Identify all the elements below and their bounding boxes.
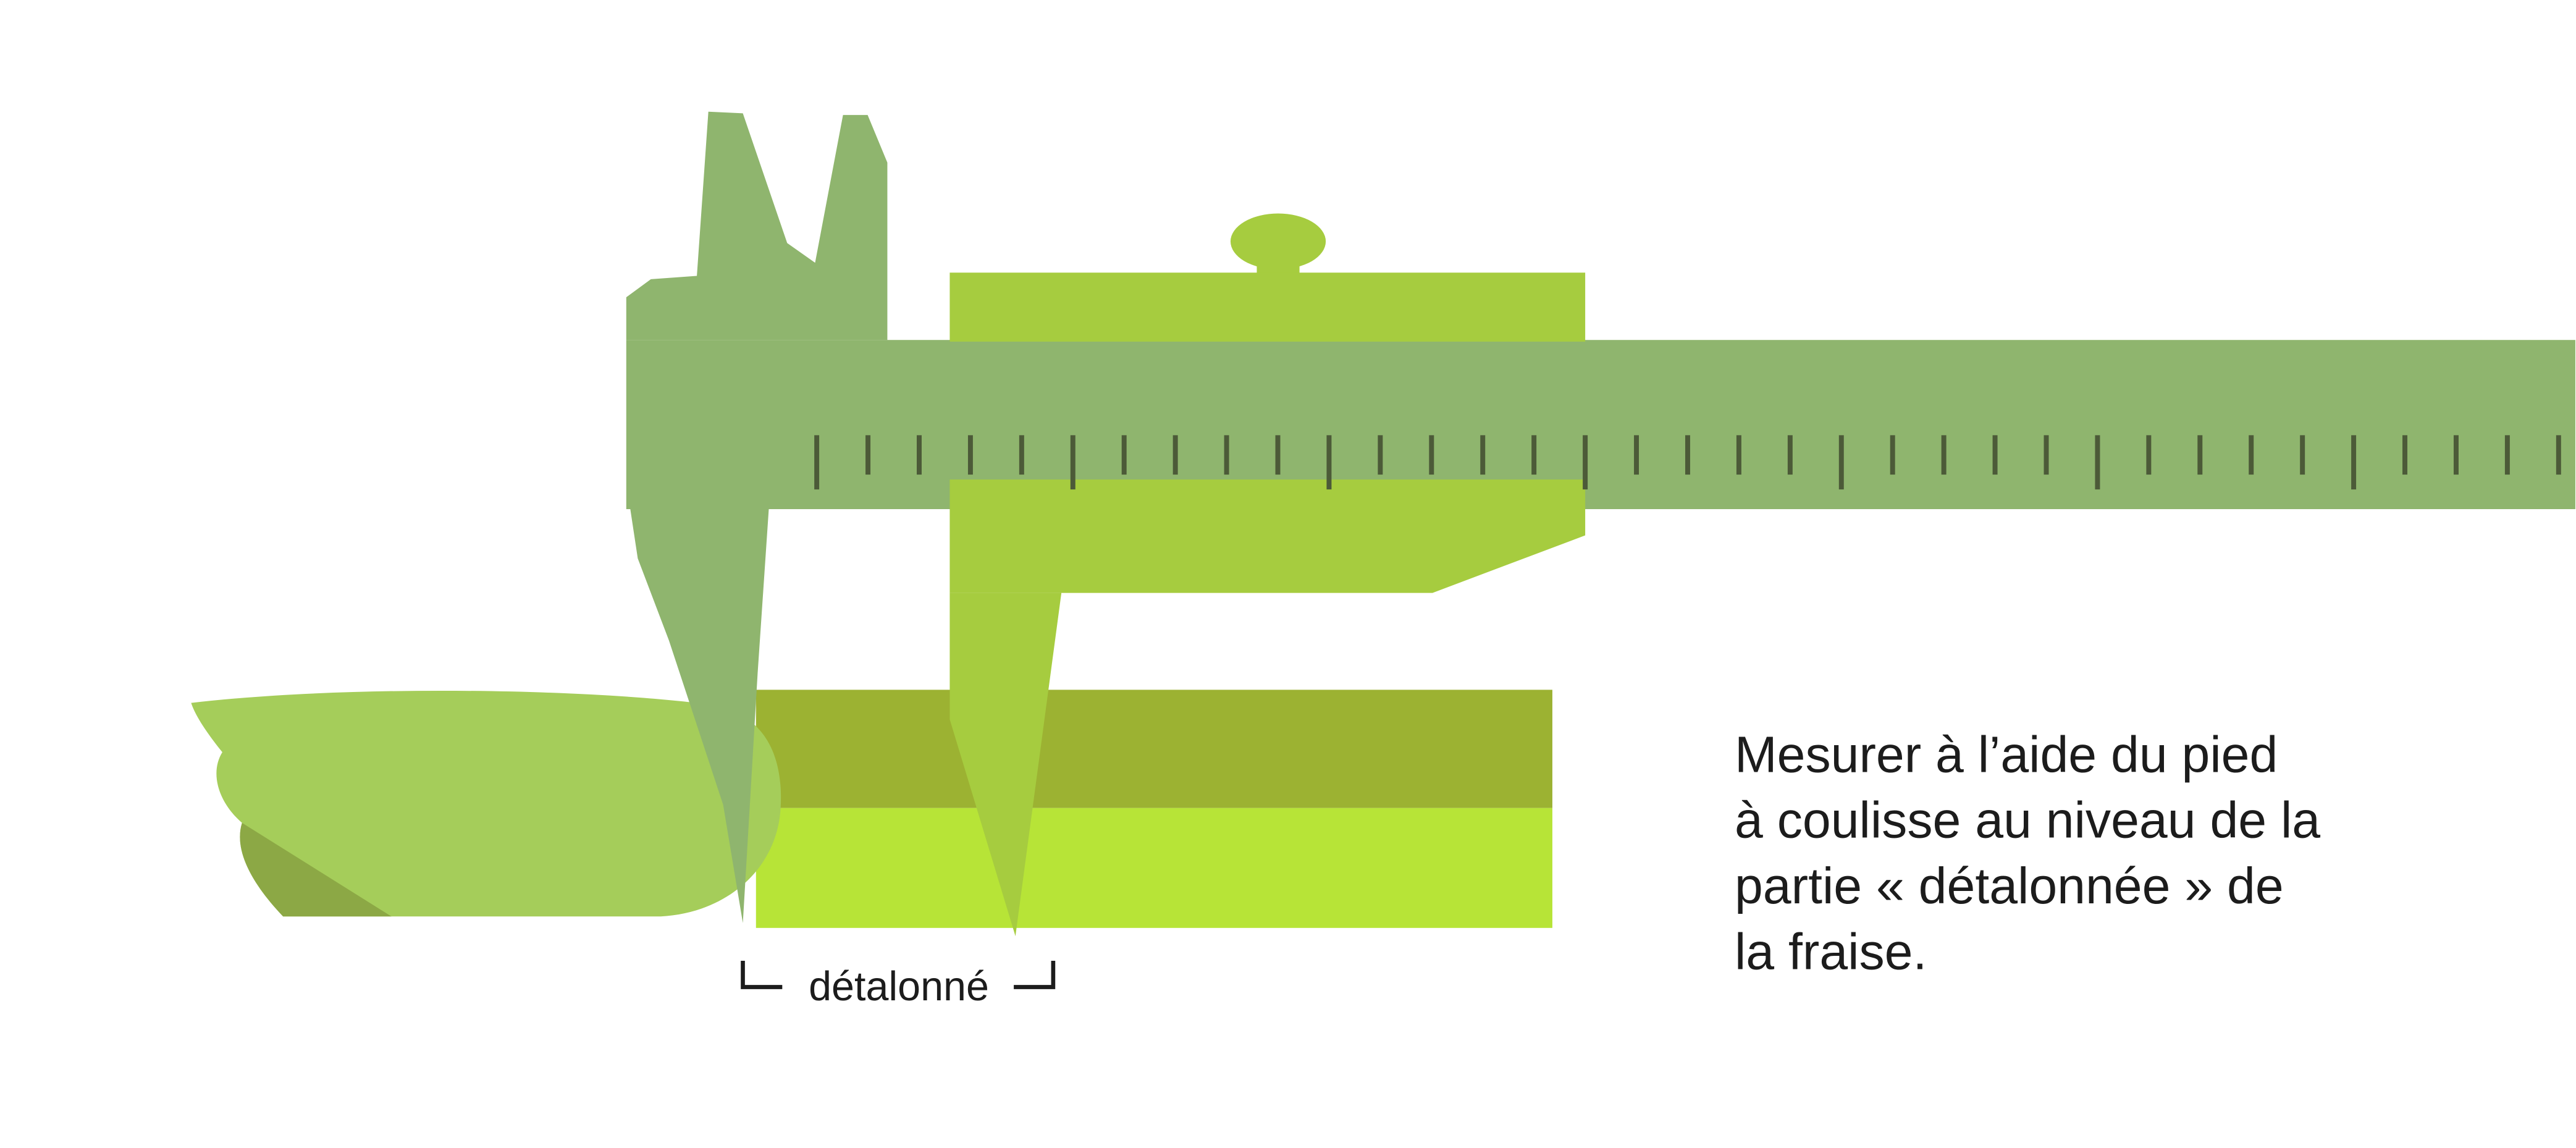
caliper-fixed-jaw-lower [629,504,770,923]
thumb-screw-head [1230,213,1326,269]
caliper-slider-frame-bottom [949,479,1586,593]
detalonne-bracket-right [1014,960,1056,989]
caliper-fixed-jaw-upper [626,111,888,340]
caption-line-1: Mesurer à l’aide du pied [1735,726,2278,783]
caption-line-2: à coulisse au niveau de la [1735,792,2320,849]
caliper-beam [626,340,2575,510]
cutter-shank-top [756,690,1552,808]
caliper-sliding-jaw [949,593,1062,937]
milling-cutter [191,690,1552,928]
caption-line-4: la fraise. [1735,923,1927,980]
caliper-thumb-screw [1230,213,1326,281]
caption-block: Mesurer à l’aide du pied à coulisse au n… [1735,726,2320,980]
cutter-flute-head [191,690,781,917]
caliper-scale-ticks [814,435,2561,490]
cutter-shank-bottom [756,808,1552,928]
detalonne-label: détalonné [809,964,989,1010]
cutter-flute-shadow [240,822,392,917]
detalonne-bracket-left [741,960,783,989]
caliper-slider-frame-top [949,272,1586,342]
caption-line-3: partie « détalonnée » de [1735,858,2284,914]
